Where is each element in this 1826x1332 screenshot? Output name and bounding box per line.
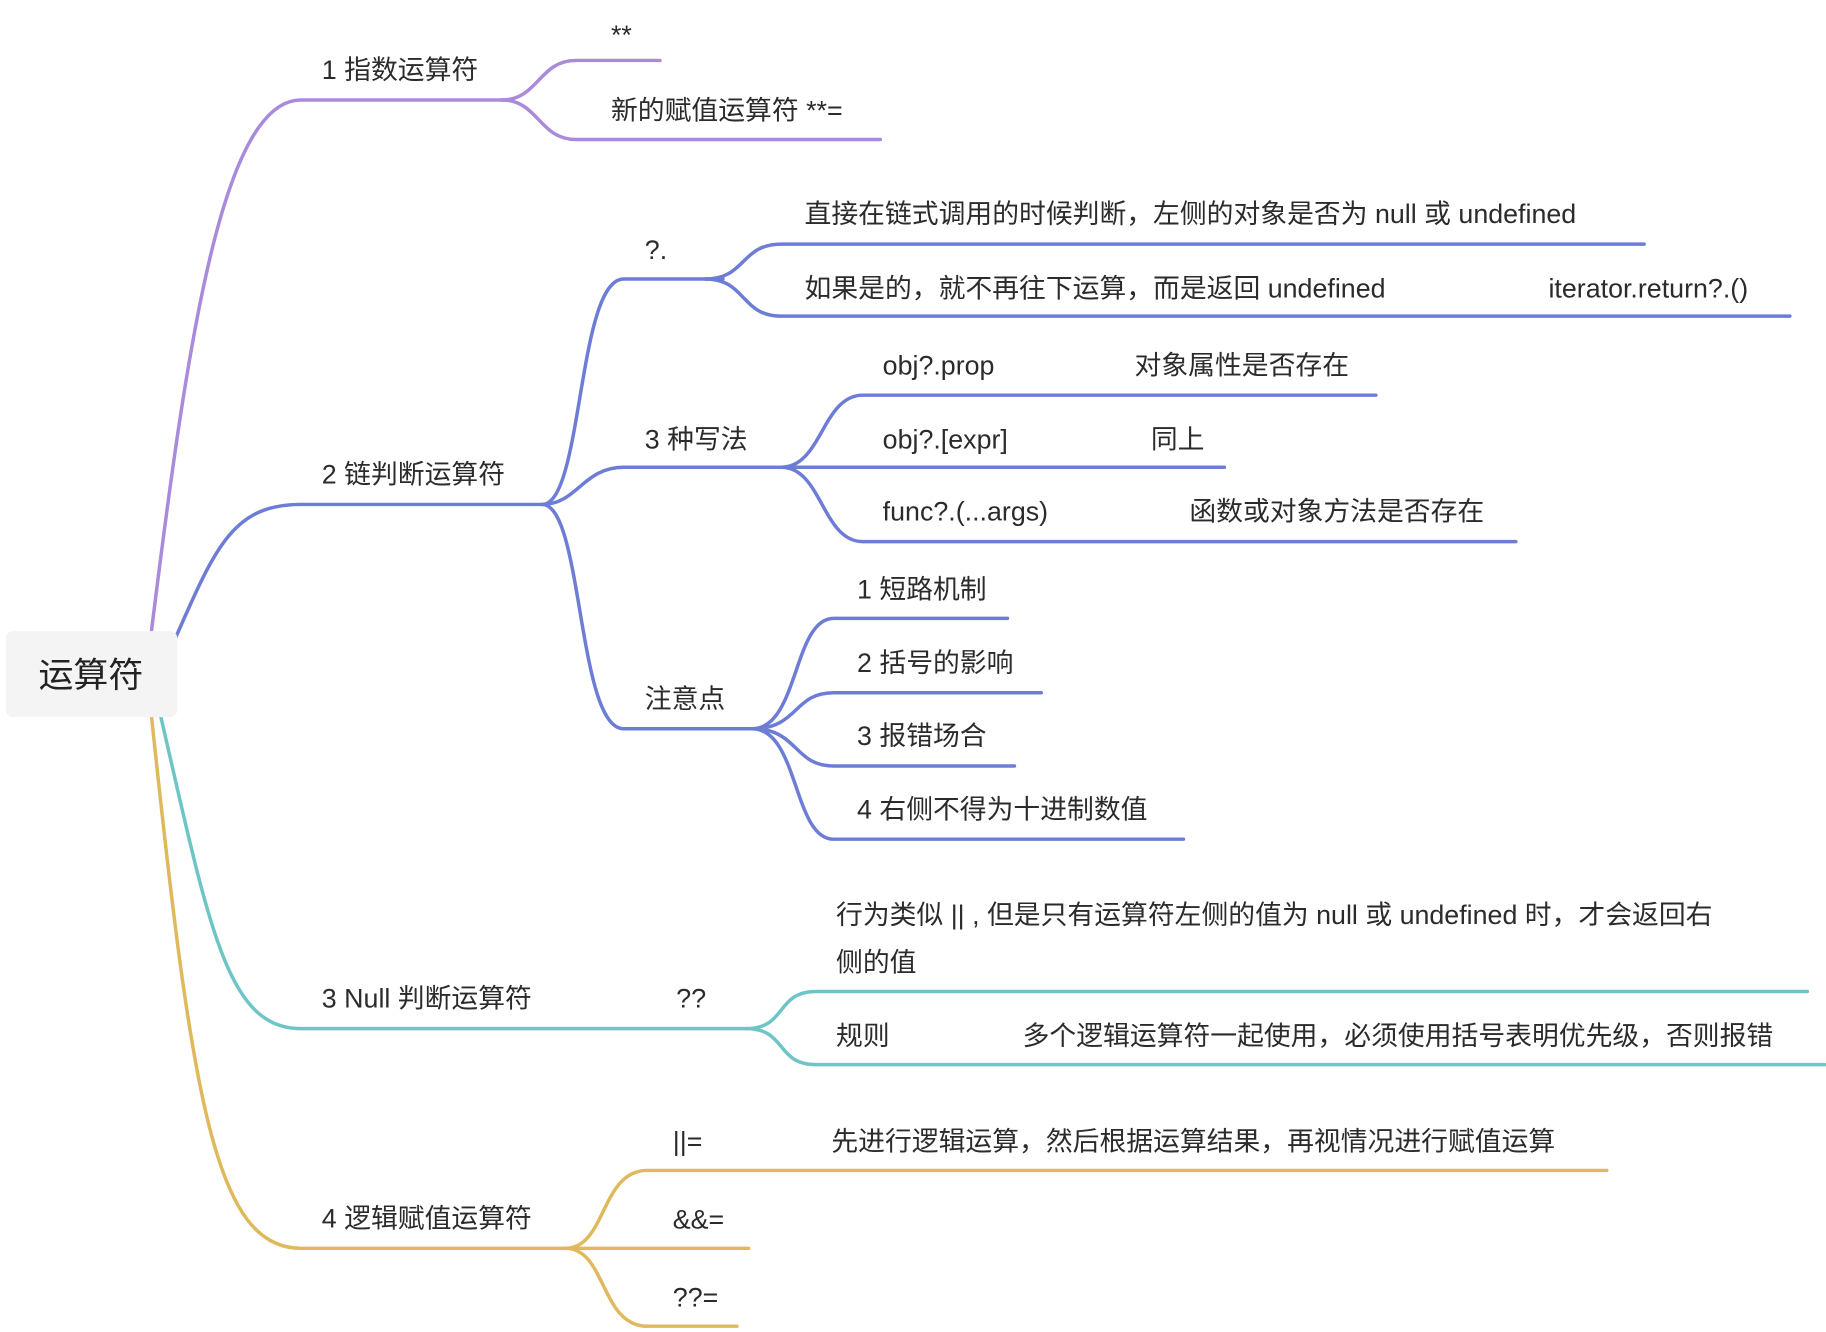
topic-or-assign: ||= (673, 1127, 703, 1157)
branch-exponent-operator: 1 指数运算符 ** 新的赋值运算符 **= (149, 20, 883, 632)
topic-double-question: ?? (676, 984, 706, 1014)
topic-syntax-forms: 3 种写法 (645, 425, 748, 455)
topic-logical-assignment: 4 逻辑赋值运算符 (322, 1203, 532, 1233)
topic-note-errors: 3 报错场合 (857, 721, 987, 751)
topic-obj-expr-note: 同上 (1151, 425, 1205, 455)
topic-qdot: ?. (645, 235, 667, 265)
connector-root-to-logical-assign (149, 715, 574, 1251)
root-topic-label: 运算符 (38, 656, 143, 695)
connector-logical-to-or-assign (563, 1168, 1609, 1251)
root-topic-box (5, 631, 178, 718)
topic-obj-expr: obj?.[expr] (883, 425, 1008, 455)
connector-qdot-to-desc2 (703, 277, 1792, 318)
topic-qdot-desc1: 直接在链式调用的时候判断，左侧的对象是否为 null 或 undefined (805, 199, 1577, 229)
connector-root-to-optional-chaining (173, 502, 544, 642)
topic-and-assign: &&= (673, 1205, 724, 1235)
topic-nullish-rule-note: 多个逻辑运算符一起使用，必须使用括号表明优先级，否则报错 (1023, 1021, 1774, 1051)
root-topic: 运算符 (5, 631, 178, 718)
connector-notes-to-2 (750, 690, 1044, 731)
topic-note-short-circuit: 1 短路机制 (857, 575, 987, 605)
connector-chaining-to-notes (540, 502, 760, 731)
connector-syntax-to-func (779, 465, 1518, 544)
branch-optional-chaining: 2 链判断运算符 ?. 直接在链式调用的时候判断，左侧的对象是否为 null 或… (173, 199, 1792, 841)
topic-exponent-operator: 1 指数运算符 (322, 55, 478, 85)
topic-nullish-behavior-line1: 行为类似 || , 但是只有运算符左侧的值为 null 或 undefined … (836, 900, 1712, 930)
topic-notes: 注意点 (645, 684, 725, 714)
connector-chaining-to-syntax (540, 465, 789, 507)
topic-func-args-note: 函数或对象方法是否存在 (1189, 497, 1484, 527)
topic-func-args: func?.(...args) (883, 497, 1048, 527)
connector-qdot-to-desc1 (703, 242, 1646, 281)
topic-qdot-desc2-note: iterator.return?.() (1548, 274, 1748, 304)
topic-or-assign-note: 先进行逻辑运算，然后根据运算结果，再视情况进行赋值运算 (831, 1127, 1555, 1157)
topic-nullish-behavior-line2: 侧的值 (836, 948, 916, 978)
connector-root-to-exponent (149, 98, 515, 632)
topic-double-star: ** (611, 20, 632, 50)
connector-nullish-to-rule (744, 1026, 1826, 1067)
connector-exponent-to-assign (499, 98, 883, 142)
topic-nullish-rule: 规则 (836, 1021, 890, 1051)
connector-notes-to-3 (750, 727, 1017, 768)
topic-note-parentheses: 2 括号的影响 (857, 648, 1013, 678)
connector-logical-to-nullish-assign (563, 1246, 739, 1328)
connector-exponent-to-double-star (499, 58, 662, 102)
connector-chaining-to-qdot (540, 277, 725, 507)
topic-exponent-assign: 新的赋值运算符 **= (611, 96, 843, 126)
topic-nullish-operator: 3 Null 判断运算符 (322, 984, 532, 1014)
connector-notes-to-1 (750, 616, 1010, 731)
topic-note-decimal: 4 右侧不得为十进制数值 (857, 794, 1147, 824)
connector-root-to-nullish (159, 715, 749, 1031)
connector-syntax-to-prop (779, 393, 1378, 469)
topic-optional-chaining: 2 链判断运算符 (322, 460, 505, 490)
connector-notes-to-4 (750, 727, 1186, 841)
branch-nullish-operator: 3 Null 判断运算符 ?? 行为类似 || , 但是只有运算符左侧的值为 n… (159, 715, 1826, 1067)
connector-nullish-to-behavior (744, 989, 1810, 1031)
topic-obj-prop: obj?.prop (883, 350, 995, 380)
topic-nullish-assign: ??= (673, 1282, 718, 1312)
topic-obj-prop-note: 对象属性是否存在 (1135, 350, 1349, 380)
topic-qdot-desc2: 如果是的，就不再往下运算，而是返回 undefined (805, 274, 1386, 304)
branch-logical-assignment: 4 逻辑赋值运算符 ||= 先进行逻辑运算，然后根据运算结果，再视情况进行赋值运… (149, 715, 1609, 1328)
